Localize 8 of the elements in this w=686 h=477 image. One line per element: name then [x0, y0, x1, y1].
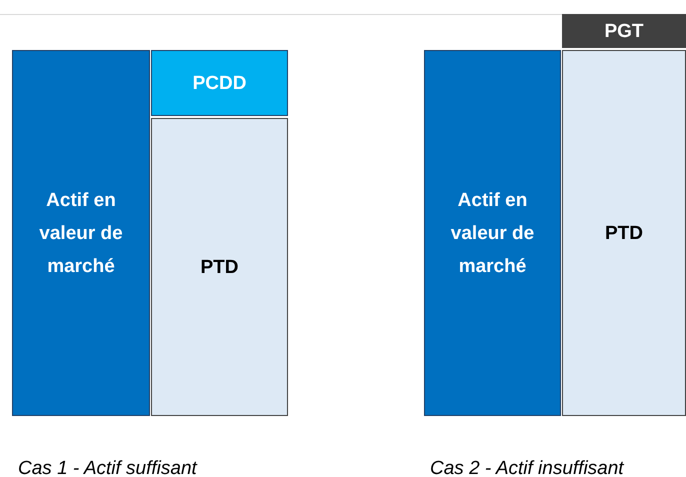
provision-block: PCDD [151, 50, 288, 116]
liability-block: PTD [151, 118, 288, 416]
liability-block: PTD [562, 50, 686, 416]
case-caption: Cas 1 - Actif suffisant [18, 457, 197, 477]
asset-block: Actif en valeur de marché [424, 50, 561, 416]
guarantee-block: PGT [562, 14, 686, 48]
case-caption: Cas 2 - Actif insuffisant [430, 457, 624, 477]
asset-block: Actif en valeur de marché [12, 50, 150, 416]
